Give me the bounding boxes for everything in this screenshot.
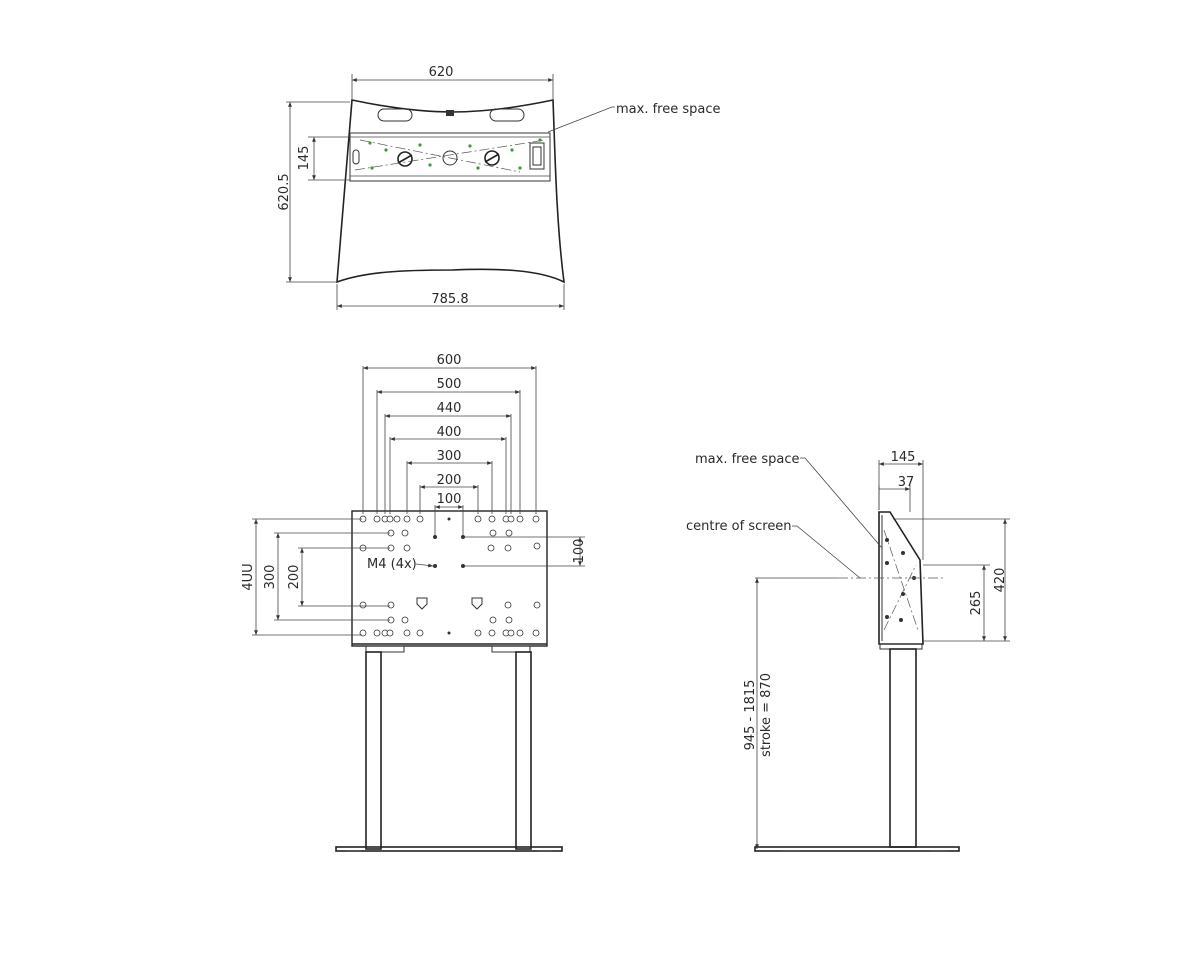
knob-right: [484, 150, 500, 166]
label-max-free-space-top: max. free space: [616, 102, 721, 117]
dim-600: 600: [437, 353, 462, 368]
dim-620: 620: [429, 65, 454, 80]
dim-4uu: 4UU: [241, 563, 256, 590]
label-m4: M4 (4x): [367, 557, 417, 572]
side-base: [754, 846, 960, 852]
side-view: 145 37 420 265 945 - 1815 stroke = 870 m…: [686, 450, 1010, 852]
column-right: [515, 651, 532, 850]
column-left: [365, 651, 382, 850]
dim-420: 420: [993, 568, 1008, 593]
dim-265: 265: [969, 591, 984, 616]
knob-left: [397, 151, 413, 167]
front-view: 600 500 440 400 300 200 100 100 200: [241, 353, 587, 852]
dim-stroke: stroke = 870: [759, 673, 774, 757]
dim-145-side: 145: [891, 450, 916, 465]
handle-slot-left: [377, 108, 413, 122]
dim-height-range: 945 - 1815: [743, 680, 758, 751]
top-view-outline: [336, 99, 565, 284]
dim-300: 300: [437, 449, 462, 464]
dim-200-v: 200: [287, 565, 302, 590]
side-markers: [885, 538, 916, 622]
top-tray: [349, 132, 551, 182]
dim-145-top: 145: [297, 146, 312, 171]
dim-100-h: 100: [437, 492, 462, 507]
dim-785-8: 785.8: [431, 292, 468, 307]
dim-37: 37: [898, 475, 915, 490]
side-housing: [878, 511, 924, 645]
front-base: [335, 846, 563, 852]
dim-100-v: 100: [572, 539, 587, 564]
label-centre-of-screen: centre of screen: [686, 519, 792, 534]
dim-500: 500: [437, 377, 462, 392]
handle-slot-right: [489, 108, 525, 122]
dim-440: 440: [437, 401, 462, 416]
hole-pattern: [359, 515, 541, 637]
side-column: [889, 648, 917, 848]
dim-400: 400: [437, 425, 462, 440]
label-max-free-space-side: max. free space: [695, 452, 800, 467]
dim-300-v: 300: [263, 565, 278, 590]
dim-200: 200: [437, 473, 462, 488]
vesa-plate: [351, 510, 548, 647]
green-markers: [368, 138, 542, 170]
top-view: 620 620.5 145 785.8 max. free space: [277, 65, 721, 310]
dim-620-5: 620.5: [277, 173, 292, 210]
logo-mark: [446, 110, 454, 116]
